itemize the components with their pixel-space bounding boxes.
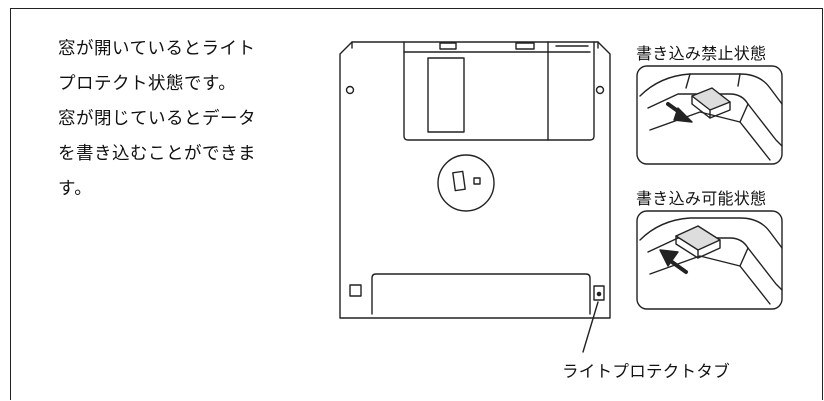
floppy-disk — [339, 41, 611, 319]
arrow-up-left-icon — [670, 260, 688, 274]
description-text: 窓が開いているとライト プロテクト状態です。 窓が閉じているとデータ を書き込む… — [58, 32, 318, 207]
write-protect-detail — [636, 65, 783, 165]
description-line-1: 窓が開いているとライト — [58, 39, 256, 59]
write-protect-state-label: 書き込み禁止状態 — [636, 44, 767, 63]
tab-leader-line — [582, 301, 599, 353]
description-line-3: 窓が閉じているとデータ — [58, 109, 256, 129]
figure-frame — [10, 8, 823, 400]
description-line-5: す。 — [58, 179, 93, 199]
writable-state-label: 書き込み可能状態 — [636, 189, 767, 208]
writable-detail — [636, 210, 783, 310]
write-protect-tab-label: ライトプロテクトタブ — [562, 362, 730, 381]
description-line-2: プロテクト状態です。 — [58, 74, 237, 94]
description-line-4: を書き込むことができま — [58, 144, 256, 164]
